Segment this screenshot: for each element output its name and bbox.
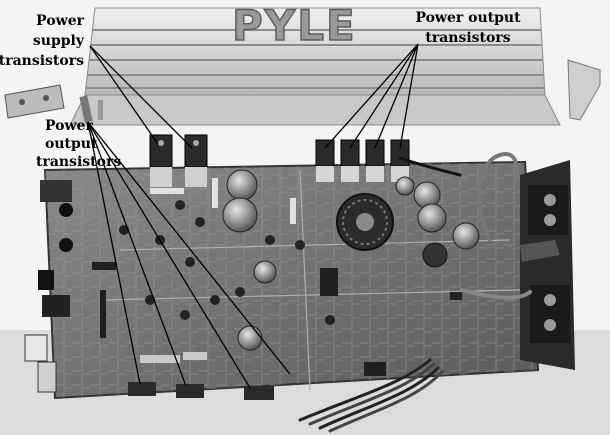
mounting-bracket [4,84,103,123]
label-line: Power output [415,10,521,26]
power-supply-transistors [149,134,208,187]
right-bracket [567,59,601,121]
wires [298,152,532,433]
label-power-output-transistors-left: Power output transistors [36,118,121,170]
capacitors [222,169,480,351]
input-jacks [24,180,73,393]
label-line: supply [33,33,85,49]
label-line: transistors [36,154,121,170]
label-line: transistors [0,53,84,69]
label-power-supply-transistors: Power supply transistors [0,13,85,69]
toroid-inductor [336,193,448,268]
speaker-terminals [520,160,575,370]
power-output-transistors-bottom [128,382,274,400]
label-line: Power [45,118,93,134]
pyle-logo: PYLE [231,0,357,51]
label-line: transistors [425,30,510,46]
label-line: Power [36,13,84,29]
power-output-transistors-top [315,139,410,182]
heatsink [69,7,561,126]
label-line: output [45,136,98,152]
callout-lines [87,43,419,389]
label-power-output-transistors-top: Power output transistors [415,10,521,46]
svg-text:PYLE: PYLE [232,1,357,50]
components [92,178,462,376]
